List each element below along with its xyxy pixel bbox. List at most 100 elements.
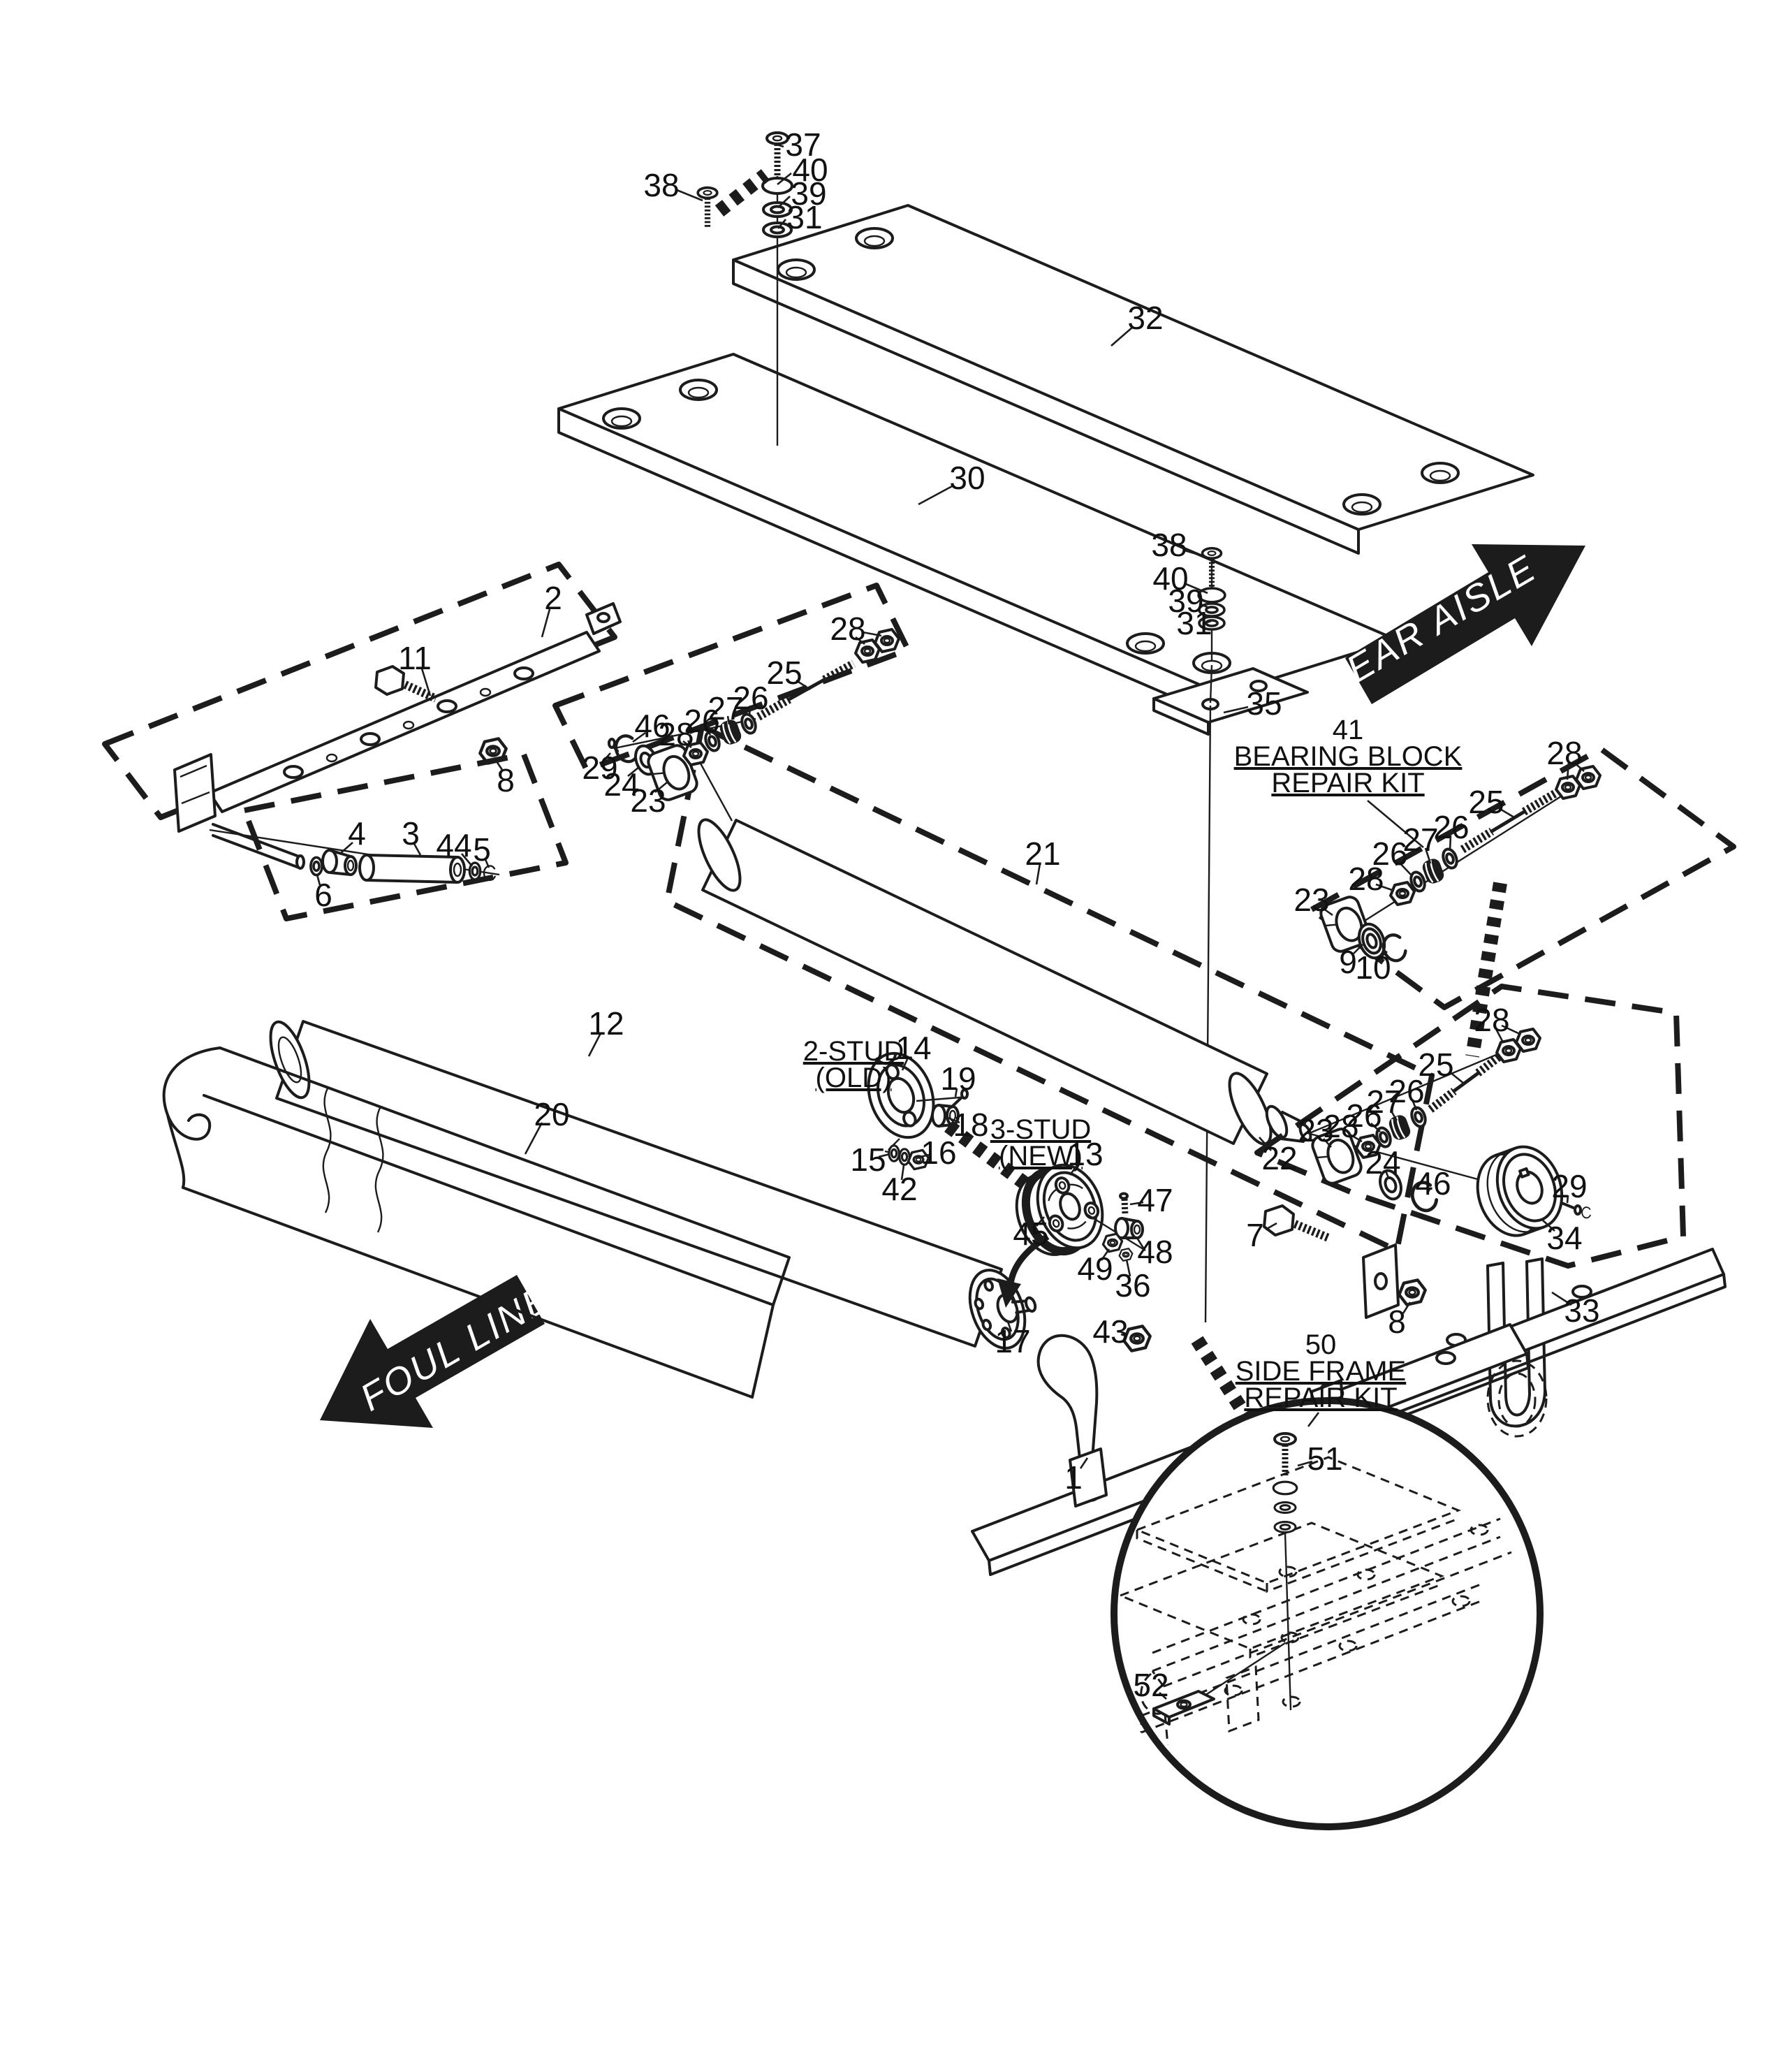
callout-number: 14 xyxy=(895,1030,931,1066)
leader-line xyxy=(947,1116,960,1124)
bearing-string-left xyxy=(552,583,911,822)
leader-line xyxy=(1320,905,1333,917)
callout-number: 39 xyxy=(1168,583,1203,619)
replace-arrow xyxy=(997,1234,1050,1308)
leader-line xyxy=(705,727,712,736)
label-3stud: 3-STUD xyxy=(990,1114,1091,1145)
leader-line xyxy=(461,853,473,867)
leader-line xyxy=(494,759,504,771)
callout-8: 8 xyxy=(494,759,515,798)
callout-number: 28 xyxy=(1474,1002,1509,1038)
leader-line xyxy=(1495,1028,1504,1043)
callout-number: 18 xyxy=(953,1107,988,1143)
callout-46: 46 xyxy=(632,708,670,744)
roller-3 xyxy=(358,854,466,884)
channel-bar xyxy=(208,631,601,813)
t-nut-52 xyxy=(1152,1642,1286,1726)
leader-line xyxy=(1079,1457,1089,1469)
callout-number: 28 xyxy=(658,716,694,752)
stud-25 xyxy=(756,659,856,721)
foul-line-arrow: FOUL LINE xyxy=(320,1275,559,1428)
leader-line xyxy=(1566,761,1570,780)
callout-25: 25 xyxy=(766,655,811,691)
callout-45: 45 xyxy=(1013,1216,1048,1252)
callout-number: 43 xyxy=(1092,1313,1128,1350)
leader-line xyxy=(1551,1291,1572,1306)
callout-number: 22 xyxy=(1261,1140,1297,1176)
callout-19: 19 xyxy=(940,1060,976,1097)
leader-line xyxy=(524,1122,543,1155)
screw-stack-right xyxy=(1197,548,1226,1323)
callout-number: 26 xyxy=(684,703,719,739)
label-2stud: 2-STUD xyxy=(803,1036,904,1067)
leader-line xyxy=(748,705,752,717)
top-plate-32 xyxy=(732,204,1534,555)
callout-28: 28 xyxy=(1323,1108,1363,1144)
leader-line xyxy=(1384,1170,1390,1179)
callout-number: 13 xyxy=(1067,1136,1103,1172)
label-new: (NEW) xyxy=(999,1141,1083,1172)
callout-number: 52 xyxy=(1133,1667,1168,1703)
callout-number: 28 xyxy=(1348,861,1384,897)
callout-number: 16 xyxy=(921,1135,956,1171)
callout-6: 6 xyxy=(314,874,332,913)
leader-line xyxy=(1375,883,1395,892)
callout-number: 10 xyxy=(1355,949,1391,986)
leader-line xyxy=(1159,1692,1167,1700)
roller-21-assembly xyxy=(664,724,1435,1253)
leader-line xyxy=(900,1165,905,1181)
callout-49: 49 xyxy=(1077,1248,1113,1287)
leader-line xyxy=(1501,1024,1520,1035)
screw-38 xyxy=(698,188,717,228)
callout-18: 18 xyxy=(947,1107,989,1143)
callout-35: 35 xyxy=(1223,685,1282,722)
belt-33 xyxy=(1486,1257,1548,1438)
roller-21 xyxy=(701,819,1268,1145)
leader-line xyxy=(1425,1189,1431,1194)
plate-32-holes xyxy=(777,227,1460,516)
leader-line xyxy=(1411,1099,1418,1111)
kit-41-number: 41 xyxy=(1333,715,1364,745)
callout-25: 25 xyxy=(1418,1046,1465,1085)
leader-line xyxy=(918,484,954,506)
leader-line xyxy=(1402,1301,1412,1314)
leader-line xyxy=(420,668,432,696)
callout-number: 28 xyxy=(830,611,865,647)
leader-line xyxy=(627,766,640,778)
dashed-box-41 xyxy=(1309,746,1736,1010)
callout-43: 43 xyxy=(1092,1313,1128,1350)
pin-47 xyxy=(1119,1192,1129,1216)
leader-line xyxy=(676,189,703,202)
leader-line xyxy=(1259,1137,1272,1151)
leader-line xyxy=(878,1153,891,1158)
callout-number: 35 xyxy=(1246,685,1282,722)
nut-8 xyxy=(1399,1280,1425,1304)
leader-line xyxy=(1449,835,1452,852)
leader-line xyxy=(920,1153,930,1158)
callout-number: 5 xyxy=(473,831,491,868)
callout-31: 31 xyxy=(777,199,823,235)
callout-47: 47 xyxy=(1129,1182,1173,1218)
callout-31: 31 xyxy=(1176,605,1212,641)
leader-line xyxy=(1389,1109,1398,1121)
hex-bolt-7 xyxy=(1263,1204,1331,1242)
callout-27: 27 xyxy=(708,690,743,727)
callout-28: 28 xyxy=(658,716,694,752)
callout-number: 42 xyxy=(881,1171,917,1207)
leader-line xyxy=(1206,620,1212,624)
callout-number: 9 xyxy=(1339,944,1357,980)
leader-line xyxy=(1397,860,1412,875)
leader-line xyxy=(1378,951,1388,960)
callout-number: 3 xyxy=(402,815,420,852)
leader-line xyxy=(796,679,811,691)
pulley-34 xyxy=(1476,1145,1564,1237)
dashed-box-21 xyxy=(664,724,1435,1253)
nut-49 xyxy=(1101,1232,1124,1253)
callout-28: 28 xyxy=(1474,1002,1520,1043)
pin-19 xyxy=(950,1088,969,1109)
callout-26: 26 xyxy=(1372,836,1412,875)
callout-7: 7 xyxy=(1246,1217,1277,1253)
callout-16: 16 xyxy=(920,1135,957,1171)
callout-number: 47 xyxy=(1137,1182,1173,1218)
